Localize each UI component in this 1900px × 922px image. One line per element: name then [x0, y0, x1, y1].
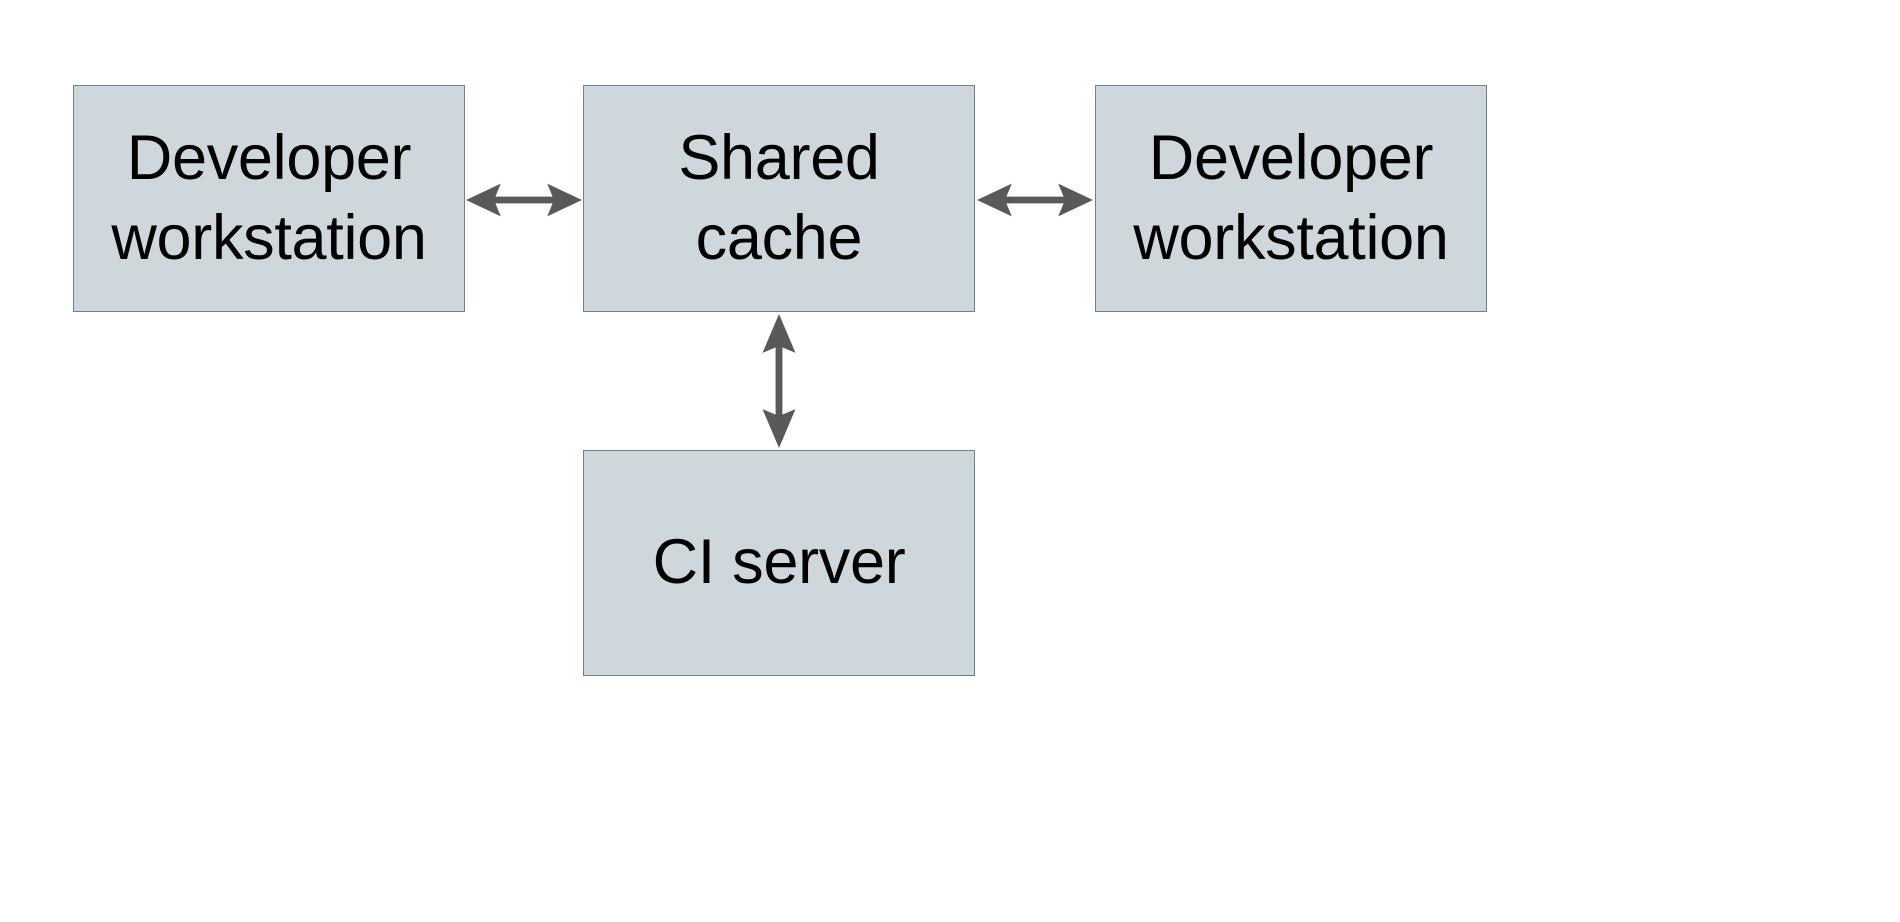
node-developer-workstation-left[interactable]: Developer workstation [73, 85, 465, 312]
edge-developer-workstation-left-to-shared-cache[interactable] [466, 170, 582, 230]
node-label: Developer workstation [111, 123, 427, 273]
double-headed-arrow-icon [977, 183, 1093, 217]
node-ci-server[interactable]: CI server [583, 450, 975, 676]
node-label: Shared cache [678, 123, 880, 273]
double-headed-arrow-icon [762, 314, 796, 448]
node-shared-cache[interactable]: Shared cache [583, 85, 975, 312]
node-label: CI server [652, 527, 906, 598]
edge-shared-cache-to-developer-workstation-right[interactable] [977, 170, 1093, 230]
double-headed-arrow-icon [466, 183, 582, 217]
node-developer-workstation-right[interactable]: Developer workstation [1095, 85, 1487, 312]
node-label: Developer workstation [1133, 123, 1449, 273]
edge-shared-cache-to-ci-server[interactable] [749, 314, 809, 448]
